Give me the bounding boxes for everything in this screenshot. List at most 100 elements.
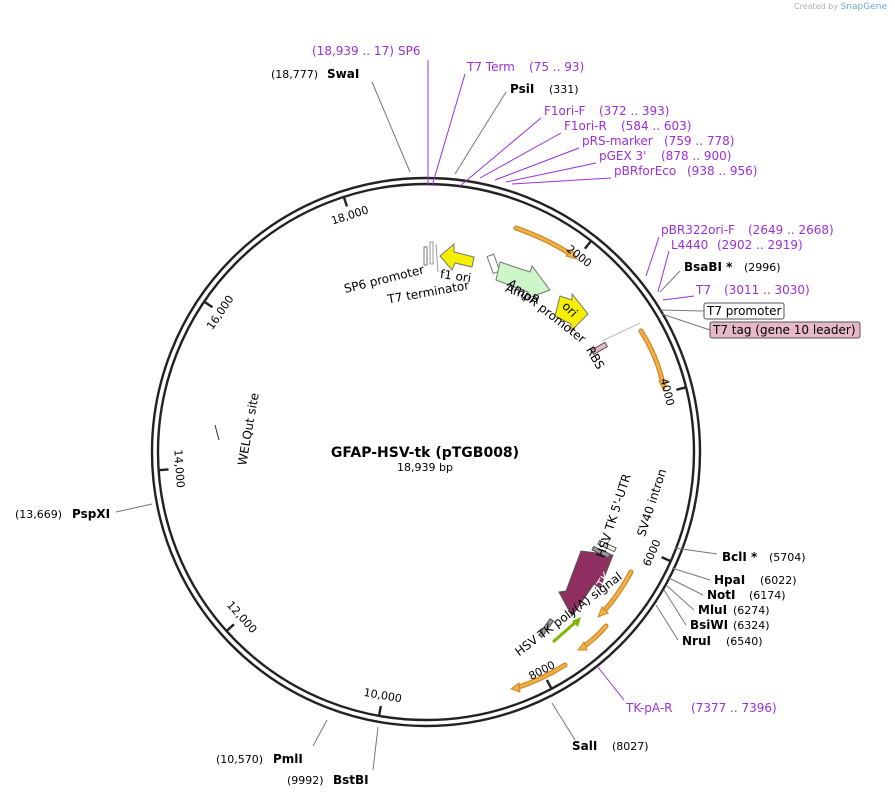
tick-label: 16,000 [204, 293, 236, 332]
site-bsiwi-name: BsiWI [690, 618, 728, 632]
primer-t7term-range: (75 .. 93) [529, 60, 584, 74]
tick-label: 12,000 [224, 599, 259, 636]
primer-prsmarker-range: (759 .. 778) [664, 134, 734, 148]
site-pmli-name: PmlI [273, 752, 303, 766]
orf-arrows [509, 225, 668, 693]
restriction-site-labels: (18,777) SwaI PsiI (331) BsaBI * (2996) … [15, 67, 806, 787]
polya-green-arrow [552, 618, 579, 644]
hsv-tk-5utr-label: HSV TK 5'-UTR [593, 472, 633, 559]
tick-mark [342, 196, 349, 207]
primer-f1orif-name: F1ori-F [544, 104, 585, 118]
plasmid-backbone [150, 176, 702, 728]
primer-sp6-range: (18,939 .. 17) [312, 44, 394, 58]
t7-tag-label: T7 tag (gene 10 leader) [712, 323, 856, 337]
site-hpai-pos: (6022) [760, 574, 797, 587]
site-noti-pos: (6174) [749, 589, 786, 602]
tick-label: 18,000 [330, 203, 371, 227]
primer-pgex3-name: pGEX 3' [599, 149, 646, 163]
f1-ori-arrow [439, 242, 475, 271]
hsv-tk-polya-label: HSV TK poly(A) signal [512, 569, 624, 658]
site-swai-name: SwaI [327, 67, 359, 81]
primer-f1orir-name: F1ori-R [564, 119, 607, 133]
site-sali-name: SalI [572, 739, 597, 753]
f1-ori-label: f1 ori [439, 267, 472, 285]
orf-arrow-2-head [658, 380, 668, 393]
tick-mark [661, 556, 672, 563]
site-psii-name: PsiI [510, 82, 534, 96]
tick-label: 10,000 [363, 686, 403, 706]
tick-mark [676, 386, 687, 391]
sp6-promoter-mark [423, 246, 428, 266]
hsv-tk-5utr-mark [591, 545, 611, 559]
site-mlui-name: MluI [698, 603, 727, 617]
primer-t7term-name: T7 Term [466, 60, 515, 74]
boxed-features: T7 promoter T7 tag (gene 10 leader) [659, 302, 861, 339]
snapgene-brand: SnapGene [840, 2, 887, 12]
t7-promoter-label: T7 promoter [706, 304, 782, 318]
tick-label: 14,000 [171, 449, 187, 488]
ampr-arrow [495, 261, 551, 299]
welqut-mark [214, 424, 220, 441]
primer-l4440-range: (2902 .. 2919) [717, 238, 803, 252]
rbs-mark [590, 341, 609, 356]
site-mlui-pos: (6274) [733, 604, 770, 617]
plasmid-title-group: GFAP-HSV-tk (pTGB008) 18,939 bp [331, 445, 519, 474]
orf-arrow-4-head [577, 640, 588, 651]
ampr-promoter-mark [486, 253, 501, 275]
site-bstbi-pos: (9992) [287, 774, 324, 787]
orf-arrow-5-head [509, 682, 521, 693]
sv40-intron-label: SV40 intron [634, 467, 669, 538]
site-bcli-pos: (5704) [769, 551, 806, 564]
orf-arrow-1-head [565, 249, 579, 260]
site-sali-pos: (8027) [612, 740, 649, 753]
tick-mark [583, 240, 593, 250]
site-bsabi-pos: (2996) [744, 261, 781, 274]
site-swai-pos: (18,777) [271, 68, 318, 81]
site-bsiwi-pos: (6324) [733, 619, 770, 632]
sv40-intron-mark [597, 539, 617, 553]
primer-pgex3-range: (878 .. 900) [661, 149, 731, 163]
site-nrui-name: NruI [682, 634, 711, 648]
site-bstbi-name: BstBI [333, 773, 369, 787]
tick-mark [158, 468, 169, 472]
site-bsabi-name: BsaBI * [684, 260, 733, 274]
primer-f1orir-range: (584 .. 603) [621, 119, 691, 133]
tick-label: 4000 [657, 377, 676, 407]
site-psii-pos: (331) [549, 83, 579, 96]
site-noti-name: NotI [707, 588, 736, 602]
tick-mark [203, 300, 214, 309]
primer-t7-range: (3011 .. 3030) [724, 283, 810, 297]
t7-terminator-mark [429, 241, 434, 265]
credit-prefix: Created by [794, 2, 839, 11]
primer-annotations: (18,939 .. 17) SP6 T7 Term (75 .. 93) F1… [312, 44, 834, 715]
plasmid-name: GFAP-HSV-tk (pTGB008) [331, 445, 519, 461]
polya-mark [537, 617, 555, 639]
primer-f1orif-range: (372 .. 393) [599, 104, 669, 118]
primer-tkpar-range: (7377 .. 7396) [691, 701, 777, 715]
primer-pbrforeco-range: (938 .. 956) [687, 164, 757, 178]
orf-arrow-3-head [597, 606, 609, 618]
primer-t7-name: T7 [695, 283, 711, 297]
site-pspxi-pos: (13,669) [15, 508, 62, 521]
hsv-tk-arrow [558, 550, 614, 617]
primer-pbr322ori-range: (2649 .. 2668) [748, 223, 834, 237]
primer-tkpar-name: TK-pA-R [625, 701, 673, 715]
ori-arrow [554, 292, 589, 333]
tick-mark [545, 679, 553, 690]
site-hpai-name: HpaI [714, 573, 745, 587]
site-bcli-name: BclI * [722, 550, 758, 564]
snapgene-credit: Created by SnapGene [794, 2, 887, 12]
tick-mark [377, 705, 383, 717]
primer-pbrforeco-name: pBRforEco [614, 164, 676, 178]
site-pspxi-name: PspXI [72, 507, 110, 521]
primer-l4440-name: L4440 [671, 238, 708, 252]
primer-prsmarker-name: pRS-marker [582, 134, 653, 148]
orf-arrow-2-inner [639, 329, 665, 386]
site-pmli-pos: (10,570) [216, 753, 263, 766]
welqut-site-label: WELQut site [235, 392, 262, 467]
tick-label: 6000 [640, 537, 663, 568]
orf-arrow-5-inner [514, 663, 567, 690]
primer-sp6-name: SP6 [398, 44, 421, 58]
tick-label: 2000 [564, 243, 594, 270]
inner-features [214, 241, 641, 644]
